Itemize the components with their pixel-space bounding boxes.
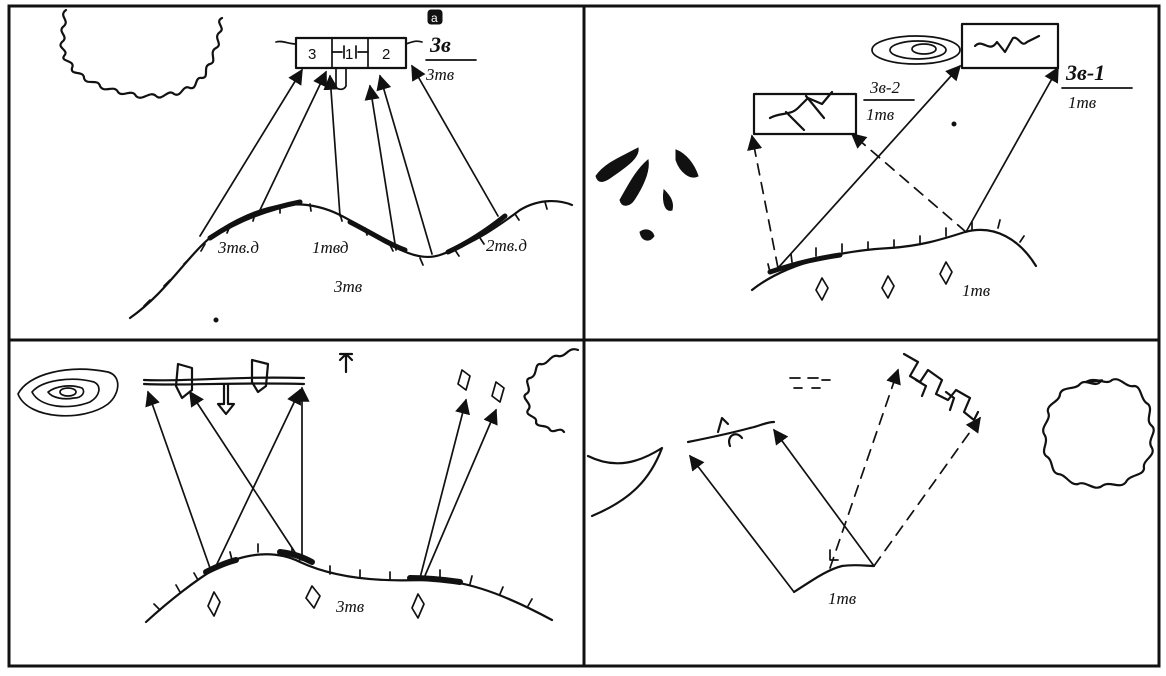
enemy-weapon-d-icon bbox=[686, 416, 776, 448]
panel-a: 3 1 2 а 3в 3тв 3тв.д 1твд 2тв.д bbox=[59, 8, 574, 323]
panel-b-label-right-den: 1тв bbox=[1068, 93, 1097, 112]
outer-frame bbox=[7, 4, 1161, 668]
panel-a-corner-mark: а bbox=[431, 11, 438, 25]
panel-c-label-bottom: 3тв bbox=[335, 597, 365, 616]
terrain-ridge-c bbox=[144, 553, 554, 624]
forest-patch-d-icon bbox=[1042, 378, 1155, 489]
box-cell-3: 3 bbox=[308, 46, 316, 63]
target-box-right bbox=[960, 22, 1060, 70]
ridge-ticks-b bbox=[767, 219, 1025, 273]
contour-hill-icon bbox=[871, 35, 961, 65]
box-cell-1: 1 bbox=[345, 46, 353, 63]
panel-d: 1тв bbox=[586, 352, 1155, 608]
panel-d-label-bottom: 1тв bbox=[828, 589, 857, 608]
observer-diamonds-b bbox=[815, 261, 953, 301]
panel-a-label-bottom: 3тв bbox=[333, 277, 363, 296]
panel-b-label-bottom: 1тв bbox=[962, 281, 991, 300]
panel-b-label-mid-den: 1тв bbox=[866, 105, 895, 124]
target-box-left bbox=[752, 92, 858, 136]
observation-lines-d bbox=[689, 368, 981, 593]
command-post-box: 3 1 2 bbox=[275, 36, 423, 91]
panel-b-label-right-num: 3в-1 bbox=[1065, 60, 1105, 85]
observer-diamonds-c bbox=[207, 585, 425, 619]
forest-edge-c-icon bbox=[523, 348, 580, 434]
ridge-ticks-a bbox=[143, 201, 548, 307]
panel-c: 3тв bbox=[17, 348, 580, 624]
panel-b: 3в-1 1тв 3в-2 1тв 1тв bbox=[595, 22, 1133, 301]
trench-line-icon bbox=[142, 358, 306, 416]
panel-a-label-top-den: 3тв bbox=[425, 65, 455, 84]
observation-lines-c bbox=[145, 386, 498, 579]
shrub-patches-icon bbox=[595, 147, 699, 241]
fortification-d-icon bbox=[902, 352, 980, 422]
observation-lines-a bbox=[199, 64, 499, 255]
panel-a-label-left: 3тв.д bbox=[217, 238, 259, 257]
box-cell-2: 2 bbox=[382, 46, 390, 63]
contour-hill-c-icon bbox=[17, 368, 119, 417]
small-marks-d bbox=[789, 377, 831, 389]
panel-b-label-mid-num: 3в-2 bbox=[869, 78, 901, 97]
observation-lines-b bbox=[747, 64, 1059, 269]
forest-edge-icon bbox=[59, 8, 224, 99]
panel-a-label-mid: 1твд bbox=[312, 238, 349, 257]
panel-a-label-top-num: 3в bbox=[429, 32, 451, 57]
terrain-edge-d-icon bbox=[586, 446, 664, 518]
terrain-ridge-d bbox=[792, 564, 876, 594]
panel-a-label-right: 2тв.д bbox=[486, 236, 527, 255]
terrain-ridge-b bbox=[750, 228, 1038, 292]
observer-diamonds-c-top bbox=[457, 369, 505, 403]
ridge-ticks-c bbox=[153, 543, 533, 611]
